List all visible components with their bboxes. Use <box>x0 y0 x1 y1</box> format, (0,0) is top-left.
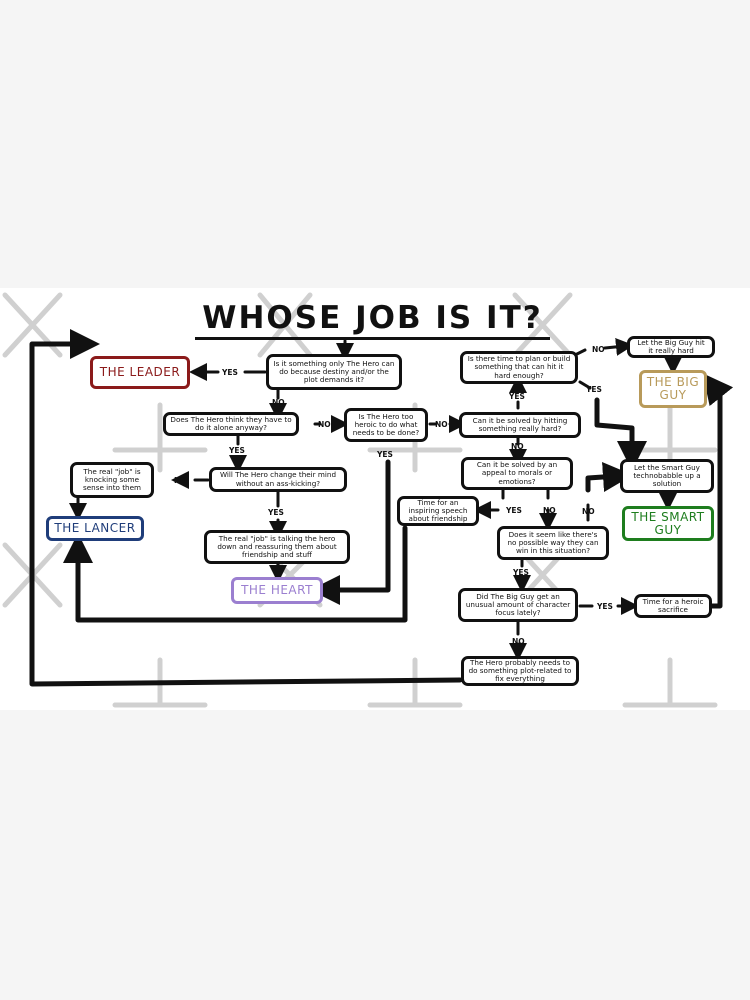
action-heroic-sacrifice: Time for a heroic sacrifice <box>634 594 712 618</box>
role-the-big-guy: THE BIG GUY <box>639 370 707 408</box>
question-character-focus: Did The Big Guy get an unusual amount of… <box>458 588 578 622</box>
question-morals: Can it be solved by an appeal to morals … <box>461 457 573 490</box>
label-time-plan-yes: YES <box>586 385 602 394</box>
question-time-to-plan: Is there time to plan or build something… <box>460 351 578 384</box>
label-hit-hard-yes: YES <box>509 392 525 401</box>
question-no-way-to-win: Does it seem like there's no possible wa… <box>497 526 609 560</box>
label-too-heroic-no: NO <box>435 420 448 429</box>
action-technobabble: Let the Smart Guy technobabble up a solu… <box>620 459 714 493</box>
question-too-heroic: Is The Hero too heroic to do what needs … <box>344 408 428 442</box>
label-morals-yes: YES <box>506 506 522 515</box>
question-hit-hard: Can it be solved by hitting something re… <box>459 412 581 438</box>
role-the-leader: THE LEADER <box>90 356 190 389</box>
role-the-heart: THE HEART <box>231 577 323 604</box>
result-knocking-sense: The real "job" is knocking some sense in… <box>70 462 154 498</box>
label-character-focus-yes: YES <box>597 602 613 611</box>
action-plot-related: The Hero probably needs to do something … <box>461 656 579 686</box>
role-the-smart-guy: THE SMART GUY <box>622 506 714 541</box>
label-time-plan-no: NO <box>592 345 605 354</box>
page-title: WHOSE JOB IS IT? <box>202 300 543 336</box>
label-morals-no: NO <box>543 506 556 515</box>
label-alone-yes: YES <box>229 446 245 455</box>
action-inspiring-speech: Time for an inspiring speech about frien… <box>397 496 479 526</box>
label-ass-kicking-yes: YES <box>268 508 284 517</box>
label-destiny-yes: YES <box>222 368 238 377</box>
question-destiny: Is it something only The Hero can do bec… <box>266 354 402 390</box>
label-no-way-no: NO <box>582 507 595 516</box>
label-too-heroic-yes: YES <box>377 450 393 459</box>
label-character-focus-no: NO <box>512 637 525 646</box>
title-underline <box>195 337 550 340</box>
question-alone: Does The Hero think they have to do it a… <box>163 412 299 436</box>
label-alone-no: NO <box>318 420 331 429</box>
result-talking-down: The real "job" is talking the hero down … <box>204 530 350 564</box>
role-the-lancer: THE LANCER <box>46 516 144 541</box>
label-no-way-yes: YES <box>513 568 529 577</box>
label-ass-kicking-no: NO <box>174 476 187 485</box>
label-hit-hard-no: NO <box>511 442 524 451</box>
label-destiny-no: NO <box>272 398 285 407</box>
question-ass-kicking: Will The Hero change their mind without … <box>209 467 347 492</box>
action-big-guy-hit: Let the Big Guy hit it really hard <box>627 336 715 358</box>
